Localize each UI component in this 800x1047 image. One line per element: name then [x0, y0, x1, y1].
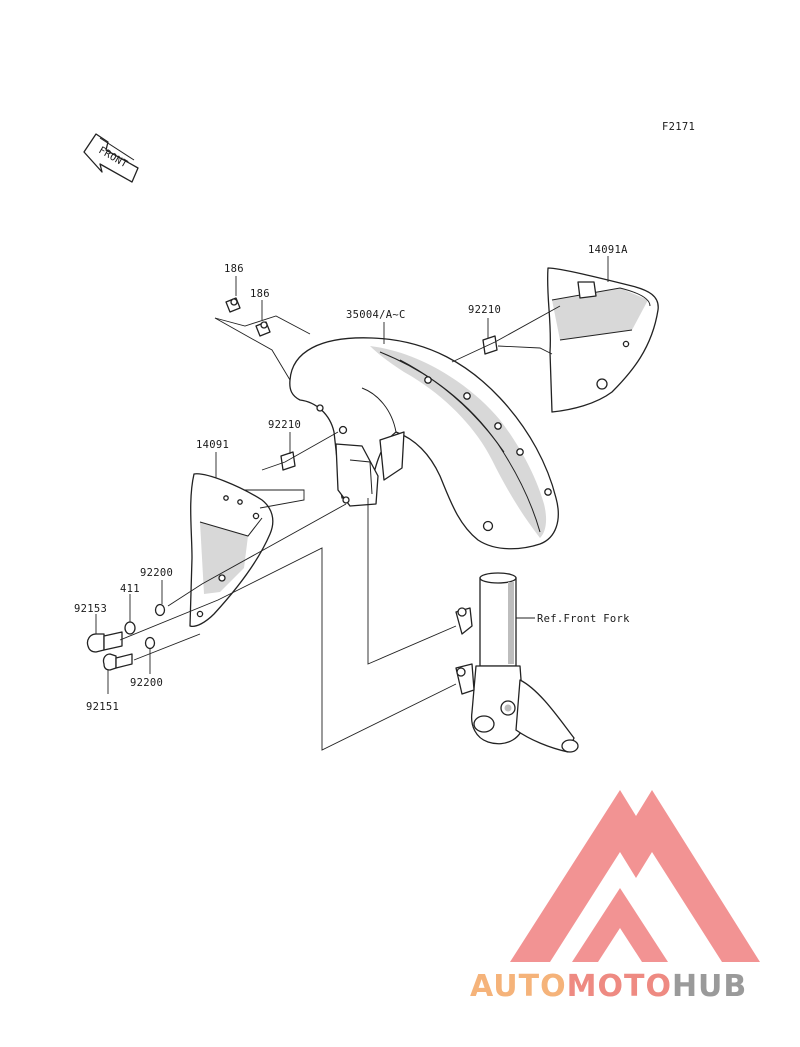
grommet-92210-left [280, 451, 296, 471]
label-92153: 92153 [74, 603, 107, 615]
label-92200-upper: 92200 [140, 567, 173, 579]
watermark-triangle [510, 790, 760, 962]
front-fender [289, 337, 559, 550]
label-35004: 35004/A~C [346, 309, 406, 321]
assembly-lines [119, 305, 561, 751]
label-92151: 92151 [86, 701, 119, 713]
watermark-moto: MOTO [567, 969, 672, 1004]
label-14091: 14091 [196, 439, 229, 451]
fender-cover-left [189, 473, 274, 628]
label-186-lower: 186 [250, 288, 270, 300]
label-92210-right: 92210 [468, 304, 501, 316]
figure-code: F2171 [662, 121, 695, 133]
fastener-186-upper [225, 297, 241, 313]
label-front-fork-ref: Ref.Front Fork [537, 613, 630, 625]
washer-92200-upper [154, 603, 166, 617]
bolt-92153 [86, 631, 123, 653]
label-92210-left: 92210 [268, 419, 301, 431]
label-leaders [95, 256, 609, 694]
watermark-auto: AUTO [470, 969, 567, 1004]
fender-cover-right [546, 267, 659, 413]
label-186-upper: 186 [224, 263, 244, 275]
fastener-186-lower [255, 321, 271, 337]
washer-92200-lower [144, 636, 156, 650]
label-14091A: 14091A [588, 244, 628, 256]
grommet-92210-right [482, 335, 498, 355]
watermark-hub: HUB [672, 969, 747, 1004]
front-direction-arrow: FRONT [83, 133, 139, 183]
watermark-logo: AUTOMOTOHUB [470, 790, 760, 1004]
collar-411 [124, 621, 136, 635]
svg-text:AUTOMOTOHUB: AUTOMOTOHUB [470, 969, 747, 1004]
bolt-92151 [102, 653, 133, 671]
label-92200-lower: 92200 [130, 677, 163, 689]
front-fork [455, 572, 579, 753]
label-411: 411 [120, 583, 140, 595]
